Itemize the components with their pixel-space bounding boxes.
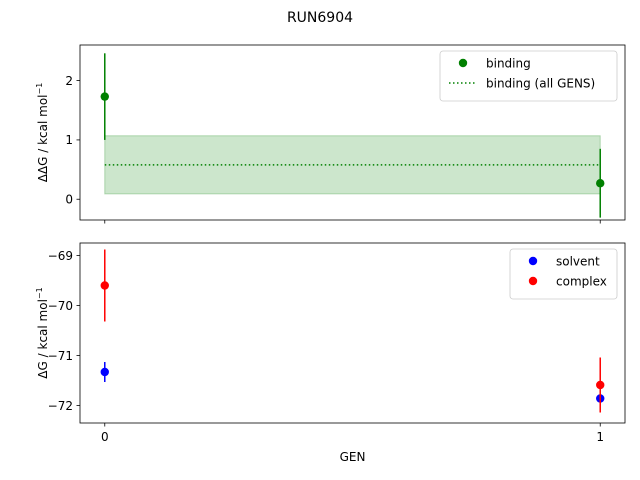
data-point [100,92,109,101]
x-axis-label: GEN [340,450,366,464]
y-axis-label-superscript: −1 [35,287,44,299]
y-axis-label: ΔG / kcal mol−1 [35,287,50,378]
legend-box [439,50,618,102]
data-point [100,281,109,290]
legend: solvent complex [509,248,618,300]
y-tick-label: −72 [48,399,73,413]
y-axis-label: ΔΔG / kcal mol−1 [35,83,50,183]
y-tick-label: 1 [65,133,73,147]
y-axis-label-text: ΔG / kcal mol [36,299,50,379]
legend-entry-label: solvent [556,254,600,268]
y-axis-label-superscript: −1 [35,83,44,95]
axes-frame [79,242,626,424]
y-tick-label: −71 [48,349,73,363]
legend-entry-label: binding [486,56,531,70]
y-tick-label: −69 [48,249,73,263]
y-tick-label: 2 [65,74,73,88]
legend-entry-label: binding (all GENS) [486,76,595,90]
legend-marker-swatch [528,256,538,266]
y-tick-label: −70 [48,299,73,313]
x-tick-label: 1 [596,430,604,444]
chart-title: RUN6904 [287,10,353,26]
y-tick-label: 0 [65,193,73,207]
legend-entry-label: complex [556,274,607,288]
x-tick-label: 0 [101,430,109,444]
data-point [100,367,109,377]
legend-marker-swatch [458,58,468,68]
legend-marker-swatch [528,276,538,286]
y-axis-label-text: ΔΔG / kcal mol [36,94,50,182]
axes-frame [79,44,626,221]
legend: binding binding (all GENS) [439,50,618,102]
data-point [596,179,605,188]
data-point [596,380,605,390]
